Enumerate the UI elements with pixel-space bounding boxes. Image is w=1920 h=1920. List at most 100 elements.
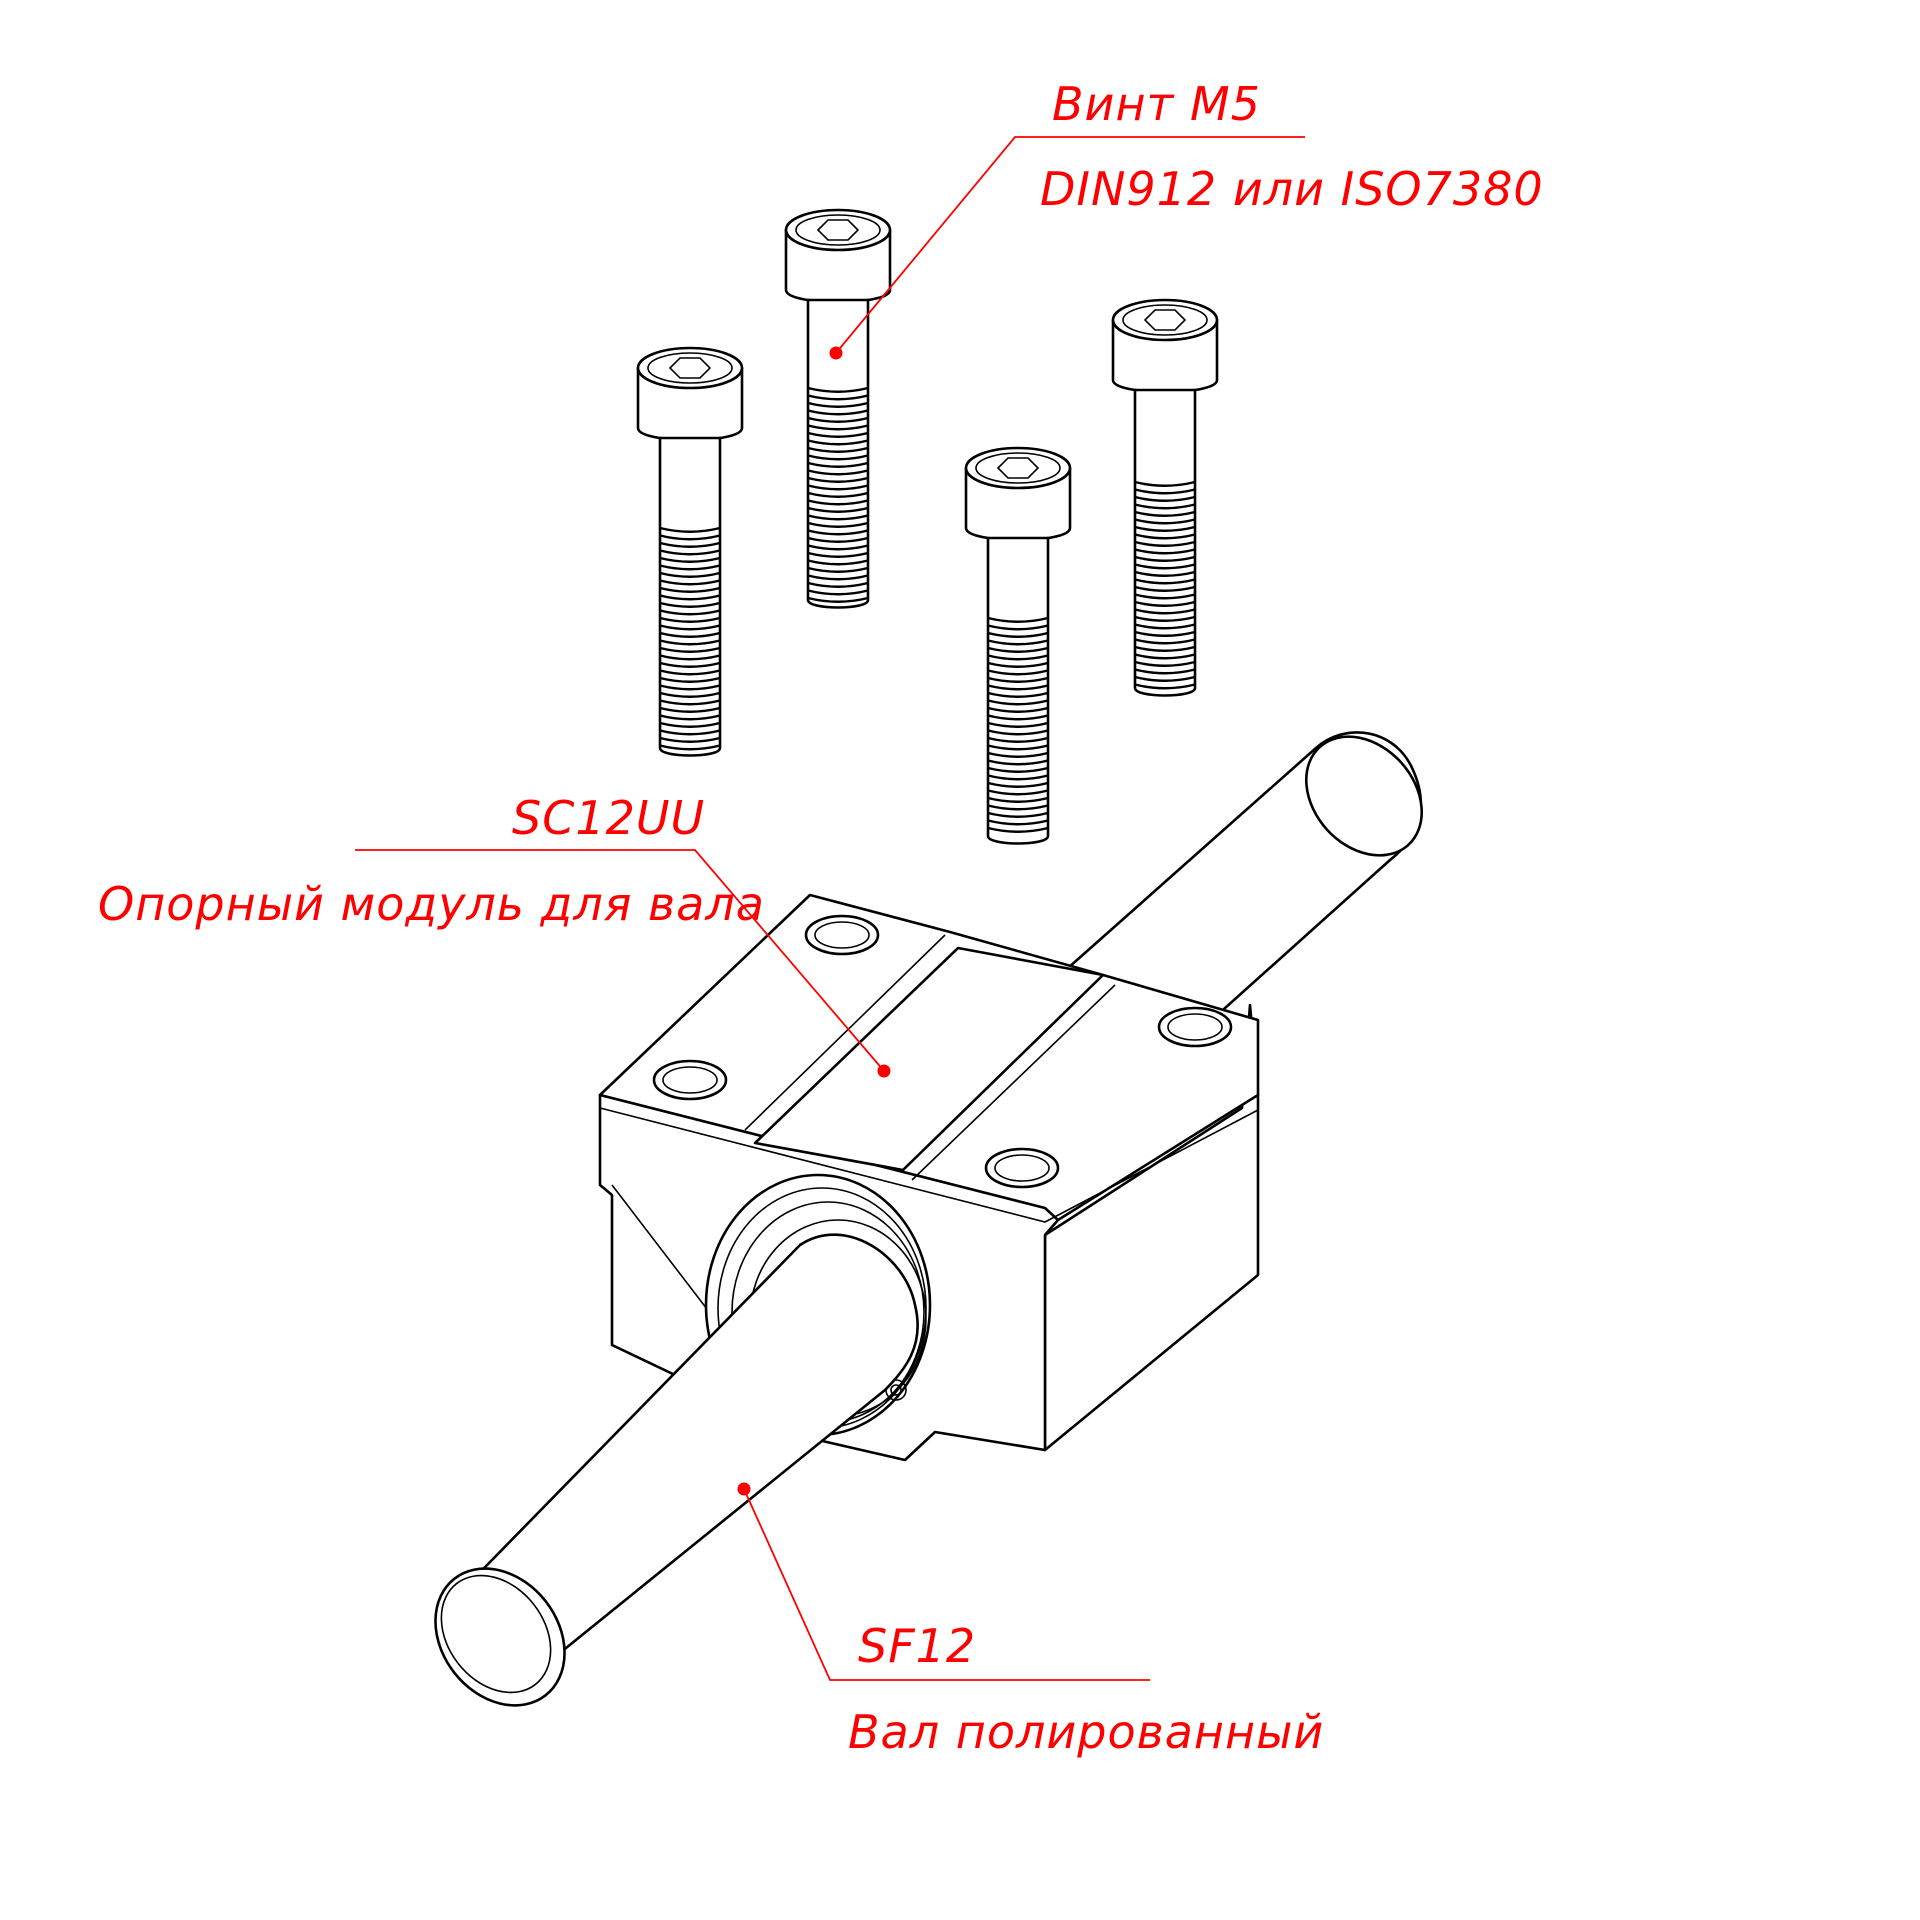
thread-line bbox=[659, 714, 721, 721]
thread-line bbox=[659, 676, 721, 683]
shaft-back-segment bbox=[1066, 731, 1424, 1037]
thread-line bbox=[1134, 653, 1196, 660]
thread-line bbox=[659, 594, 721, 601]
thread-line bbox=[807, 454, 869, 461]
thread-line bbox=[987, 736, 1049, 743]
thread-line bbox=[659, 654, 721, 661]
thread-line bbox=[659, 564, 721, 571]
thread-line bbox=[1134, 533, 1196, 540]
thread-line bbox=[807, 409, 869, 416]
thread-line bbox=[987, 631, 1049, 638]
thread-line bbox=[807, 499, 869, 506]
thread-line bbox=[987, 796, 1049, 803]
thread-line bbox=[987, 819, 1049, 826]
mounting-hole-4 bbox=[984, 1147, 1060, 1189]
thread-line bbox=[1134, 608, 1196, 615]
thread-line bbox=[659, 646, 721, 653]
thread-line bbox=[659, 684, 721, 691]
thread-line bbox=[659, 534, 721, 541]
thread-line bbox=[659, 706, 721, 713]
thread-line bbox=[807, 536, 869, 543]
thread-line bbox=[1134, 630, 1196, 637]
thread-line bbox=[659, 729, 721, 736]
thread-line bbox=[987, 646, 1049, 653]
screw-4 bbox=[1111, 298, 1219, 697]
callout-block: SC12UU Опорный модуль для вала bbox=[98, 791, 891, 1078]
thread-line bbox=[659, 586, 721, 593]
mounting-hole-1 bbox=[804, 914, 880, 956]
thread-line bbox=[659, 549, 721, 556]
thread-line bbox=[807, 386, 869, 393]
thread-line bbox=[807, 566, 869, 573]
thread-line bbox=[987, 684, 1049, 691]
screw-label: Винт М5 bbox=[1052, 77, 1261, 131]
block-label: SC12UU bbox=[512, 791, 705, 845]
callout-screw: Винт М5 DIN912 или ISO7380 bbox=[829, 77, 1544, 360]
shaft-description-label: Вал полированный bbox=[848, 1705, 1324, 1759]
screw-standard-label: DIN912 или ISO7380 bbox=[1040, 162, 1544, 216]
thread-line bbox=[987, 826, 1049, 833]
thread-line bbox=[987, 781, 1049, 788]
thread-line bbox=[1134, 563, 1196, 570]
thread-line bbox=[1134, 638, 1196, 645]
thread-line bbox=[1134, 668, 1196, 675]
thread-line bbox=[987, 759, 1049, 766]
thread-line bbox=[807, 506, 869, 513]
thread-line bbox=[1134, 578, 1196, 585]
thread-line bbox=[807, 446, 869, 453]
thread-line bbox=[659, 624, 721, 631]
thread-line bbox=[987, 721, 1049, 728]
thread-line bbox=[659, 631, 721, 638]
thread-line bbox=[659, 579, 721, 586]
thread-line bbox=[807, 574, 869, 581]
thread-line bbox=[807, 469, 869, 476]
thread-line bbox=[987, 654, 1049, 661]
thread-line bbox=[1134, 510, 1196, 517]
thread-line bbox=[987, 714, 1049, 721]
thread-line bbox=[1134, 518, 1196, 525]
block-description-label: Опорный модуль для вала bbox=[98, 877, 765, 931]
thread-line bbox=[1134, 600, 1196, 607]
thread-line bbox=[807, 394, 869, 401]
thread-line bbox=[987, 789, 1049, 796]
thread-line bbox=[987, 706, 1049, 713]
thread-line bbox=[659, 571, 721, 578]
thread-line bbox=[987, 766, 1049, 773]
thread-line bbox=[807, 596, 869, 603]
thread-line bbox=[987, 774, 1049, 781]
thread-line bbox=[987, 804, 1049, 811]
thread-line bbox=[659, 526, 721, 533]
thread-line bbox=[1134, 660, 1196, 667]
thread-line bbox=[659, 601, 721, 608]
thread-line bbox=[807, 431, 869, 438]
thread-line bbox=[1134, 585, 1196, 592]
thread-line bbox=[659, 616, 721, 623]
thread-line bbox=[659, 691, 721, 698]
thread-line bbox=[987, 744, 1049, 751]
thread-line bbox=[659, 639, 721, 646]
thread-line bbox=[987, 661, 1049, 668]
screw-1 bbox=[636, 346, 744, 757]
thread-line bbox=[1134, 645, 1196, 652]
thread-line bbox=[659, 721, 721, 728]
thread-line bbox=[807, 439, 869, 446]
thread-line bbox=[1134, 503, 1196, 510]
thread-line bbox=[1134, 548, 1196, 555]
thread-line bbox=[807, 551, 869, 558]
thread-line bbox=[807, 529, 869, 536]
callout-shaft: SF12 Вал полированный bbox=[737, 1482, 1324, 1759]
thread-line bbox=[1134, 525, 1196, 532]
thread-line bbox=[987, 729, 1049, 736]
thread-line bbox=[807, 559, 869, 566]
thread-line bbox=[1134, 623, 1196, 630]
thread-line bbox=[1134, 615, 1196, 622]
thread-line bbox=[659, 736, 721, 743]
mounting-hole-2 bbox=[1157, 1006, 1233, 1048]
thread-line bbox=[807, 484, 869, 491]
thread-line bbox=[987, 624, 1049, 631]
thread-line bbox=[1134, 675, 1196, 682]
thread-line bbox=[987, 811, 1049, 818]
thread-line bbox=[659, 669, 721, 676]
mounting-hole-3 bbox=[652, 1059, 728, 1101]
thread-line bbox=[659, 556, 721, 563]
